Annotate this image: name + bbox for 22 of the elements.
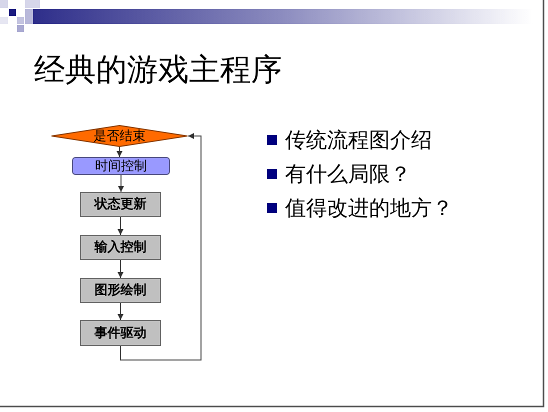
- node-label: 输入控制: [94, 240, 146, 255]
- arrow: [118, 260, 124, 278]
- node-label: 事件驱动: [94, 326, 146, 340]
- process-box: [80, 235, 161, 260]
- node-label: 图形绘制: [94, 283, 146, 298]
- arrow: [118, 302, 124, 320]
- bullet-text: 传统流程图介绍: [285, 127, 432, 153]
- bullet-text: 有什么局限？: [285, 161, 411, 187]
- process-box: [80, 192, 161, 217]
- process-box: [80, 278, 161, 303]
- arrow: [118, 174, 124, 192]
- node-label: 状态更新: [94, 197, 146, 212]
- decision-diamond: [51, 125, 188, 147]
- slide-title: 经典的游戏主程序: [34, 51, 282, 90]
- bullet-text: 值得改进的地方？: [285, 195, 453, 221]
- arrow: [120, 133, 202, 360]
- arrow: [118, 216, 124, 236]
- process-box: [72, 157, 170, 175]
- node-label: 是否结束: [94, 128, 146, 144]
- node-label: 时间控制: [95, 158, 147, 174]
- process-box: [80, 320, 161, 346]
- arrow: [116, 146, 122, 158]
